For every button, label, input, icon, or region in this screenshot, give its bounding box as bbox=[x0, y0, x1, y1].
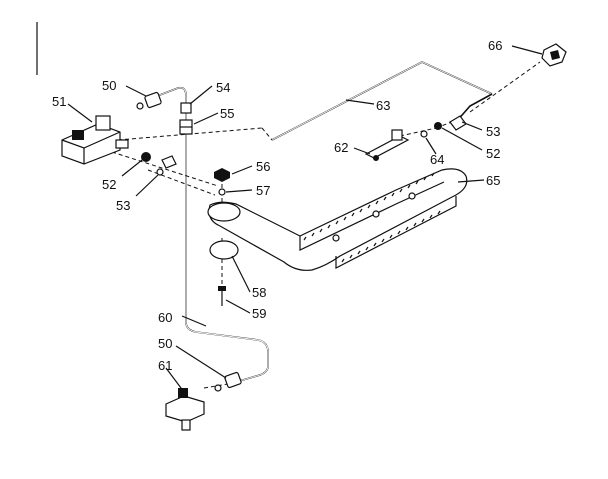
callout-50-upper: 50 bbox=[102, 78, 116, 93]
burner-port-hub bbox=[207, 202, 241, 222]
callout-58: 58 bbox=[252, 285, 266, 300]
leader-lines bbox=[67, 45, 543, 393]
part-52-right bbox=[434, 122, 442, 130]
part-58-disc bbox=[209, 240, 239, 260]
callout-57: 57 bbox=[256, 183, 270, 198]
part-52-left bbox=[141, 152, 151, 162]
callout-60: 60 bbox=[158, 310, 172, 325]
part-62-bracket bbox=[364, 129, 410, 161]
callout-50-lower: 50 bbox=[158, 336, 172, 351]
part-51-valve bbox=[61, 115, 129, 165]
callout-54: 54 bbox=[216, 80, 230, 95]
callout-61: 61 bbox=[158, 358, 172, 373]
callout-59: 59 bbox=[252, 306, 266, 321]
callout-63: 63 bbox=[376, 98, 390, 113]
fitting-54 bbox=[180, 102, 192, 114]
part-53-left bbox=[161, 155, 177, 169]
part-57-washer bbox=[218, 188, 226, 196]
callout-51: 51 bbox=[52, 94, 66, 109]
part-50-upper bbox=[136, 91, 162, 110]
part-66-pilot bbox=[541, 43, 567, 67]
burner-65 bbox=[207, 168, 468, 271]
callout-64: 64 bbox=[430, 152, 444, 167]
part-50-lower bbox=[214, 371, 242, 392]
callout-62: 62 bbox=[334, 140, 348, 155]
part-64-washer bbox=[420, 130, 428, 138]
callout-53-left: 53 bbox=[116, 198, 130, 213]
callout-56: 56 bbox=[256, 159, 270, 174]
callout-66: 66 bbox=[488, 38, 502, 53]
callout-52-left: 52 bbox=[102, 177, 116, 192]
part-61-valve bbox=[165, 388, 205, 431]
tube-assembly bbox=[151, 86, 269, 383]
callout-52-right: 52 bbox=[486, 146, 500, 161]
callout-65: 65 bbox=[486, 173, 500, 188]
callout-55: 55 bbox=[220, 106, 234, 121]
part-59-screw bbox=[218, 286, 226, 306]
callout-53-right: 53 bbox=[486, 124, 500, 139]
part-56-nut bbox=[214, 168, 230, 182]
